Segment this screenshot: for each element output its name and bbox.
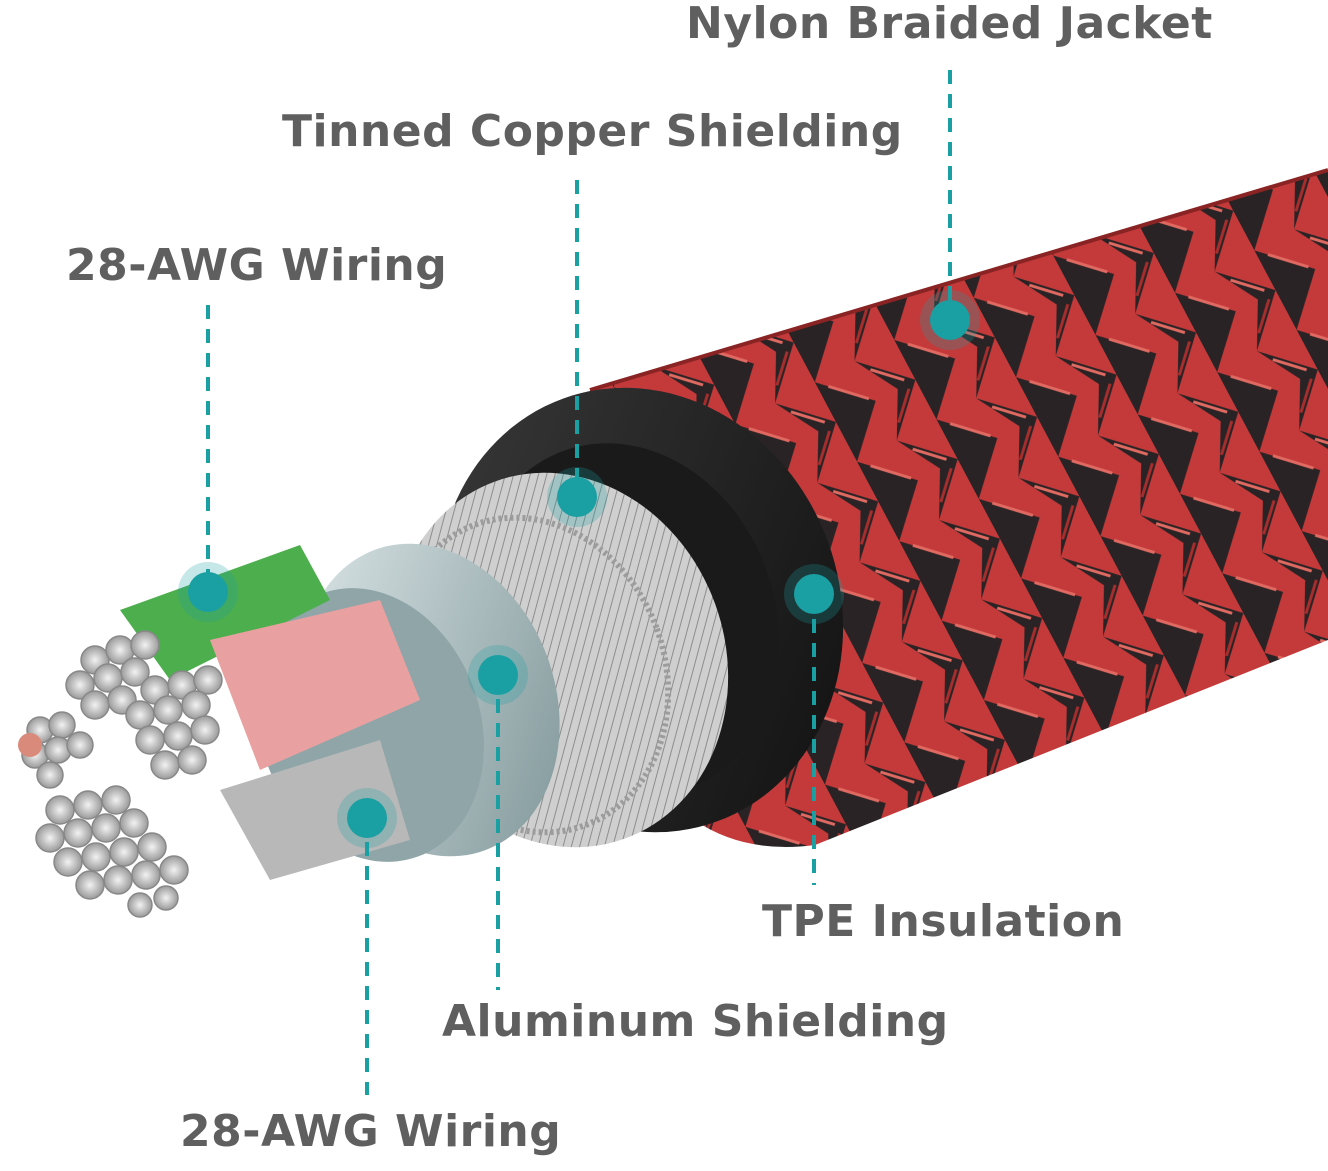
pink-wire-jacket [210, 600, 420, 770]
callout-dot-aluminum [468, 645, 528, 705]
label-nylon-braided-jacket: Nylon Braided Jacket [686, 0, 1213, 49]
callout-dot-tpe [784, 564, 844, 624]
label-tpe-insulation: TPE Insulation [762, 896, 1125, 947]
label-tinned-copper-shielding: Tinned Copper Shielding [282, 106, 903, 157]
label-28awg-wiring-bottom: 28-AWG Wiring [180, 1106, 562, 1157]
wire-strands [21, 630, 223, 918]
copper-core [18, 733, 42, 757]
callout-dot-wiring-bottom [337, 788, 397, 848]
label-28awg-wiring-top: 28-AWG Wiring [66, 240, 448, 291]
callout-dots [178, 290, 980, 848]
label-aluminum-shielding: Aluminum Shielding [442, 996, 949, 1047]
callout-dot-nylon [920, 290, 980, 350]
callout-dot-tinned [547, 467, 607, 527]
callouts [206, 70, 952, 1095]
grey-wire-jacket [220, 740, 410, 880]
green-wire-jacket [120, 545, 330, 680]
callout-dot-wiring-top [178, 562, 238, 622]
